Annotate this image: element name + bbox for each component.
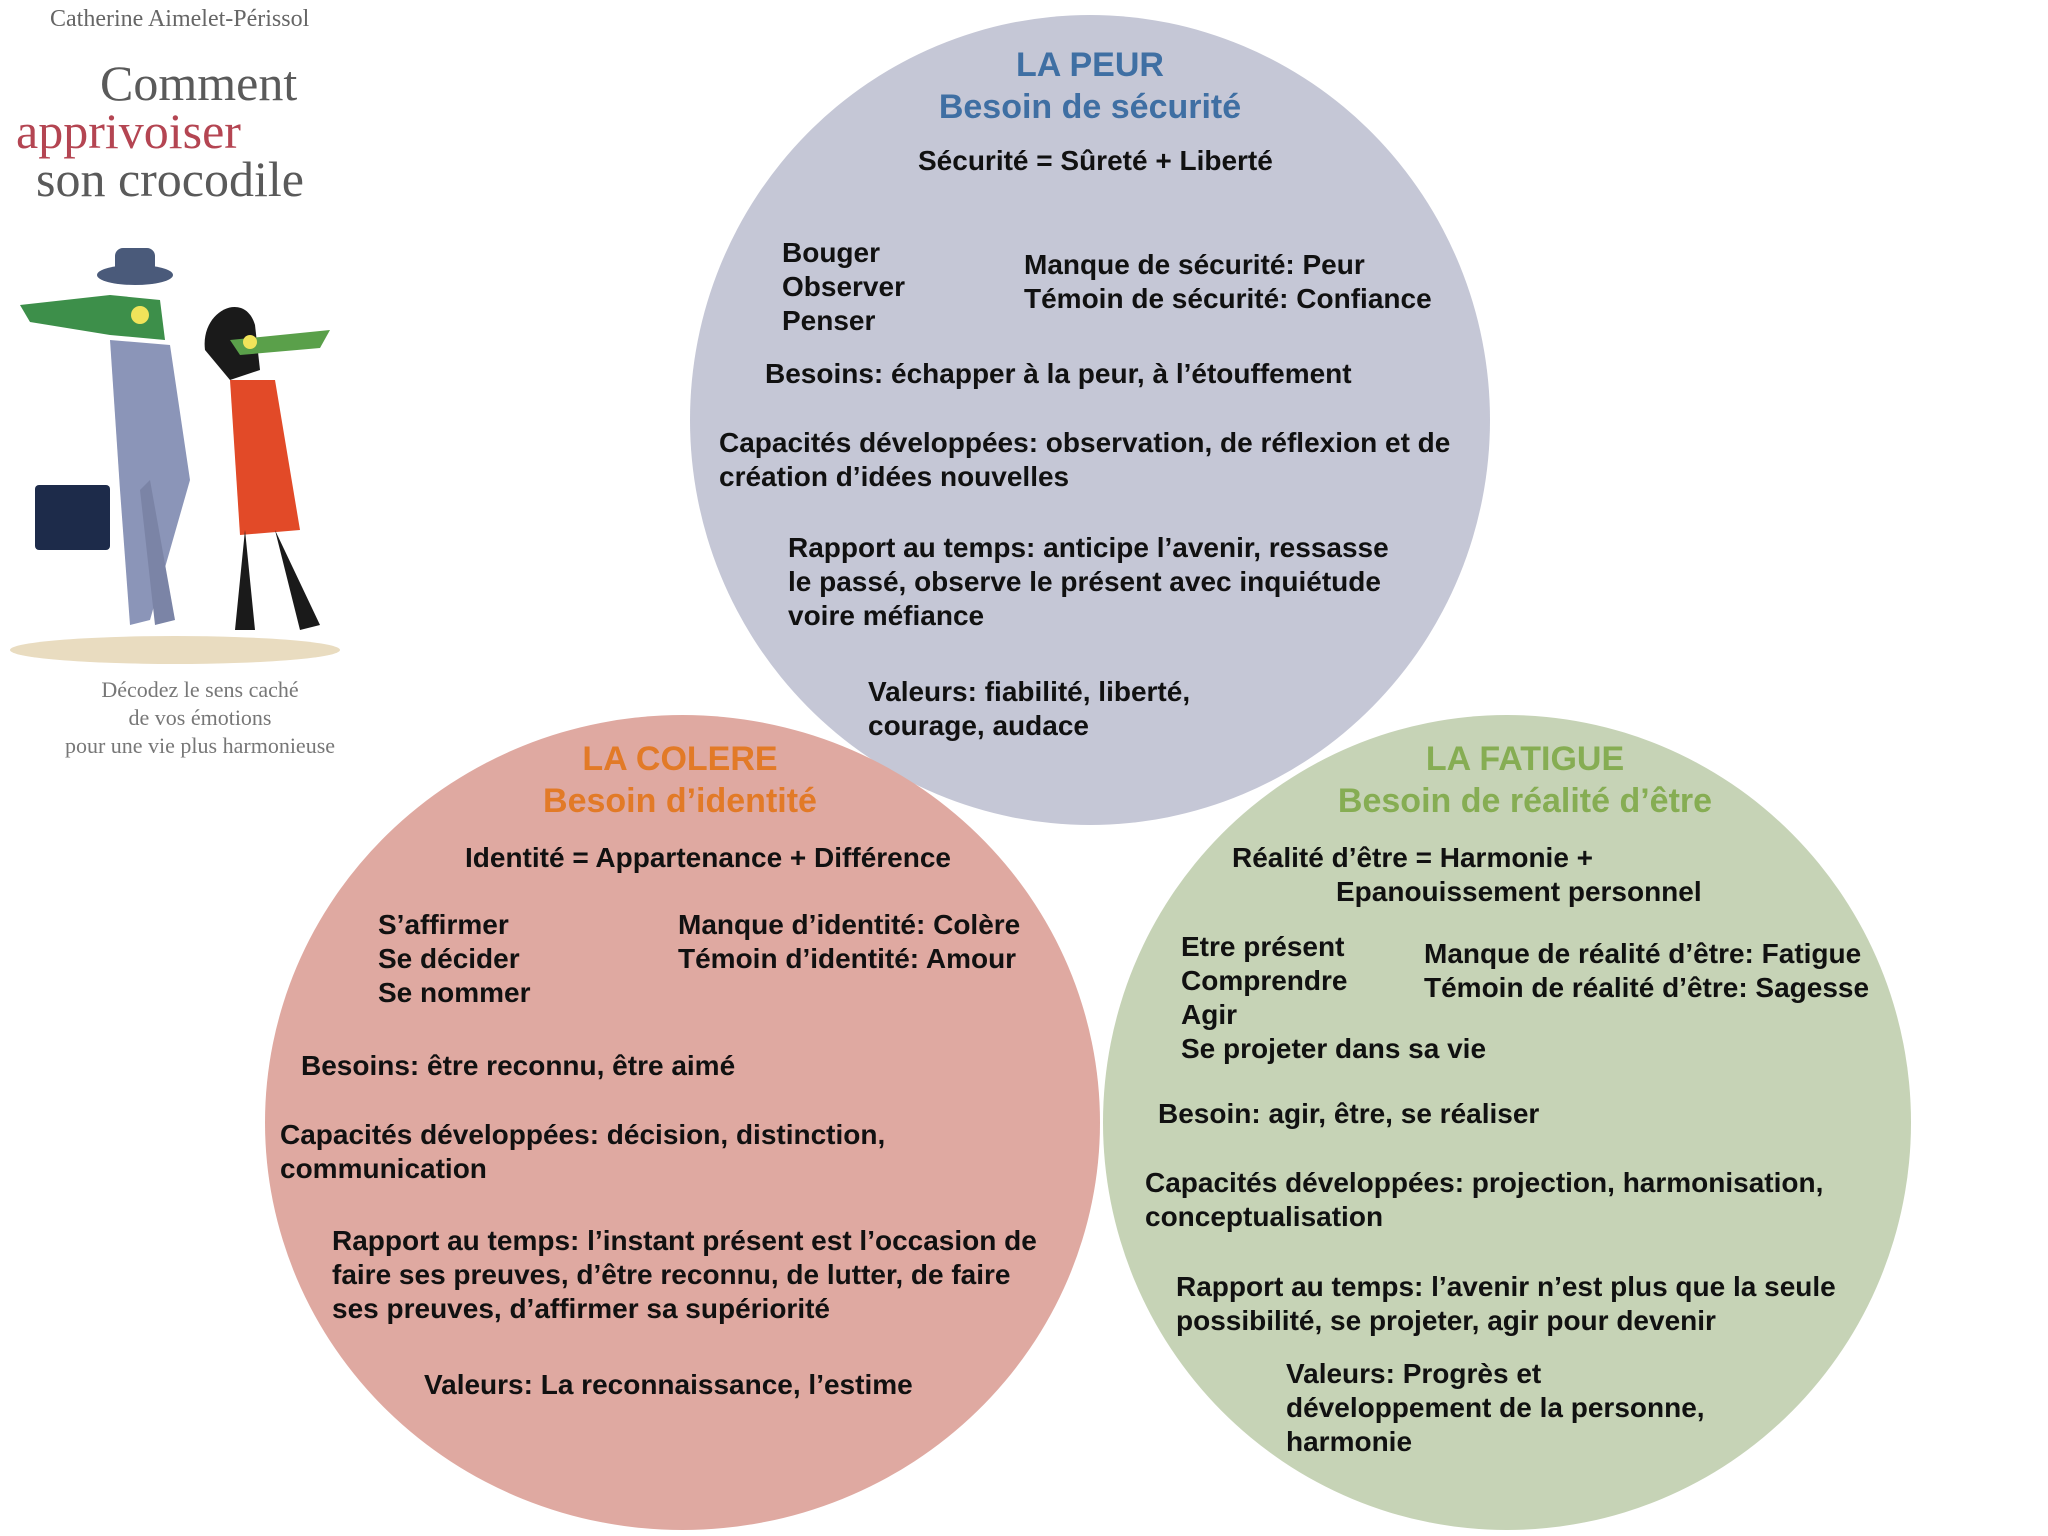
colere-manque: Manque d’identité: Colère [678,909,1021,940]
fatigue-temoin: Témoin de réalité d’être: Sagesse [1424,972,1870,1003]
colere-capacites: Capacités développées: décision, distinc… [280,1118,885,1186]
peur-capacites: Capacités développées: observation, de r… [719,426,1450,494]
fatigue-besoins: Besoin: agir, être, se réaliser [1158,1098,1540,1129]
colere-actions: S’affirmer Se décider Se nommer [378,908,531,1010]
book-cover: Catherine Aimelet-Périssol Comment appri… [0,0,380,790]
text-line: conceptualisation [1145,1201,1384,1232]
colere-besoins: Besoins: être reconnu, être aimé [301,1050,736,1081]
text-line: Rapport au temps: anticipe l’avenir, res… [788,532,1389,563]
colere-rapport: Rapport au temps: l’instant présent est … [332,1224,1037,1326]
peur-title: LA PEUR [1016,46,1164,84]
fatigue-manque: Manque de réalité d’être: Fatigue [1424,938,1862,969]
text-line: Valeurs: La reconnaissance, l’estime [424,1369,913,1400]
text-line: Valeurs: Progrès et [1286,1358,1542,1389]
text-line: le passé, observe le présent avec inquié… [788,566,1381,597]
text-line: ses preuves, d’affirmer sa supériorité [332,1293,830,1324]
briefcase-icon [35,485,110,550]
colere-valeurs: Valeurs: La reconnaissance, l’estime [424,1368,913,1402]
peur-actions: Bouger Observer Penser [782,236,905,338]
colere-subtitle: Besoin d’identité [543,782,817,820]
cover-tagline-line: Décodez le sens caché [101,677,299,702]
text-line: voire méfiance [788,600,985,631]
colere-formula: Identité = Appartenance + Différence [465,842,951,873]
text-line: possibilité, se projeter, agir pour deve… [1176,1305,1716,1336]
crocodile-illustration [10,248,340,664]
colere-title: LA COLERE [582,740,778,778]
text-line: création d’idées nouvelles [719,461,1070,492]
text-line: Epanouissement personnel [1336,876,1702,907]
fatigue-capacites: Capacités développées: projection, harmo… [1145,1166,1823,1234]
peur-formula: Sécurité = Sûreté + Liberté [918,145,1273,176]
text-line: faire ses preuves, d’être reconnu, de lu… [332,1259,1011,1290]
text-line: harmonie [1286,1426,1413,1457]
fatigue-formula: Réalité d’être = Harmonie + Epanouisseme… [1232,841,1702,909]
text-line: développement de la personne, [1286,1392,1705,1423]
colere-circle [265,715,1100,1530]
text-line: Capacités développées: projection, harmo… [1145,1167,1824,1198]
cover-tagline-line: de vos émotions [128,705,272,730]
text-line: Capacités développées: observation, de r… [719,427,1451,458]
fatigue-subtitle: Besoin de réalité d’être [1337,782,1713,820]
peur-manque: Manque de sécurité: Peur [1024,249,1365,280]
action-item: Comprendre [1181,965,1348,996]
action-item: Observer [782,271,905,302]
cover-author: Catherine Aimelet-Périssol [50,6,310,32]
text-line: communication [280,1153,487,1184]
peur-circle [690,15,1490,825]
text-line: Rapport au temps: l’avenir n’est plus qu… [1176,1271,1836,1302]
text-line: Capacités développées: décision, distinc… [280,1119,886,1150]
action-item: Bouger [782,237,880,268]
fatigue-rapport: Rapport au temps: l’avenir n’est plus qu… [1176,1270,1836,1338]
action-item: Se décider [378,943,520,974]
cover-title-line-1: Comment [100,55,298,111]
peur-temoin: Témoin de sécurité: Confiance [1024,283,1432,314]
fatigue-manque-temoin: Manque de réalité d’être: Fatigue Témoin… [1424,937,1869,1005]
cover-tagline-line: pour une vie plus harmonieuse [64,733,336,758]
cover-tagline: Décodez le sens caché de vos émotions po… [20,676,380,760]
peur-subtitle: Besoin de sécurité [938,88,1242,126]
text-line: Réalité d’être = Harmonie + [1232,842,1594,873]
text-line: courage, audace [868,710,1089,741]
action-item: Se projeter dans sa vie [1181,1033,1487,1064]
action-item: S’affirmer [378,909,509,940]
text-line: Rapport au temps: l’instant présent est … [332,1225,1037,1256]
peur-valeurs: Valeurs: fiabilité, liberté, courage, au… [868,675,1190,743]
fatigue-actions: Etre présent Comprendre Agir Se projeter… [1181,930,1486,1066]
action-item: Etre présent [1181,931,1345,962]
peur-manque-temoin: Manque de sécurité: Peur Témoin de sécur… [1024,248,1432,316]
fatigue-circle [1103,715,1911,1530]
peur-rapport: Rapport au temps: anticipe l’avenir, res… [788,531,1389,633]
text-line: Valeurs: fiabilité, liberté, [868,676,1191,707]
fatigue-title: LA FATIGUE [1425,740,1625,778]
action-item: Se nommer [378,977,531,1008]
cover-title-line-3: son crocodile [36,151,304,207]
action-item: Agir [1181,999,1237,1030]
peur-besoins: Besoins: échapper à la peur, à l’étouffe… [765,358,1352,389]
colere-manque-temoin: Manque d’identité: Colère Témoin d’ident… [678,908,1020,976]
fatigue-valeurs: Valeurs: Progrès et développement de la … [1286,1357,1705,1459]
cover-title-line-2: apprivoiser [16,103,241,159]
colere-temoin: Témoin d’identité: Amour [678,943,1017,974]
action-item: Penser [782,305,876,336]
